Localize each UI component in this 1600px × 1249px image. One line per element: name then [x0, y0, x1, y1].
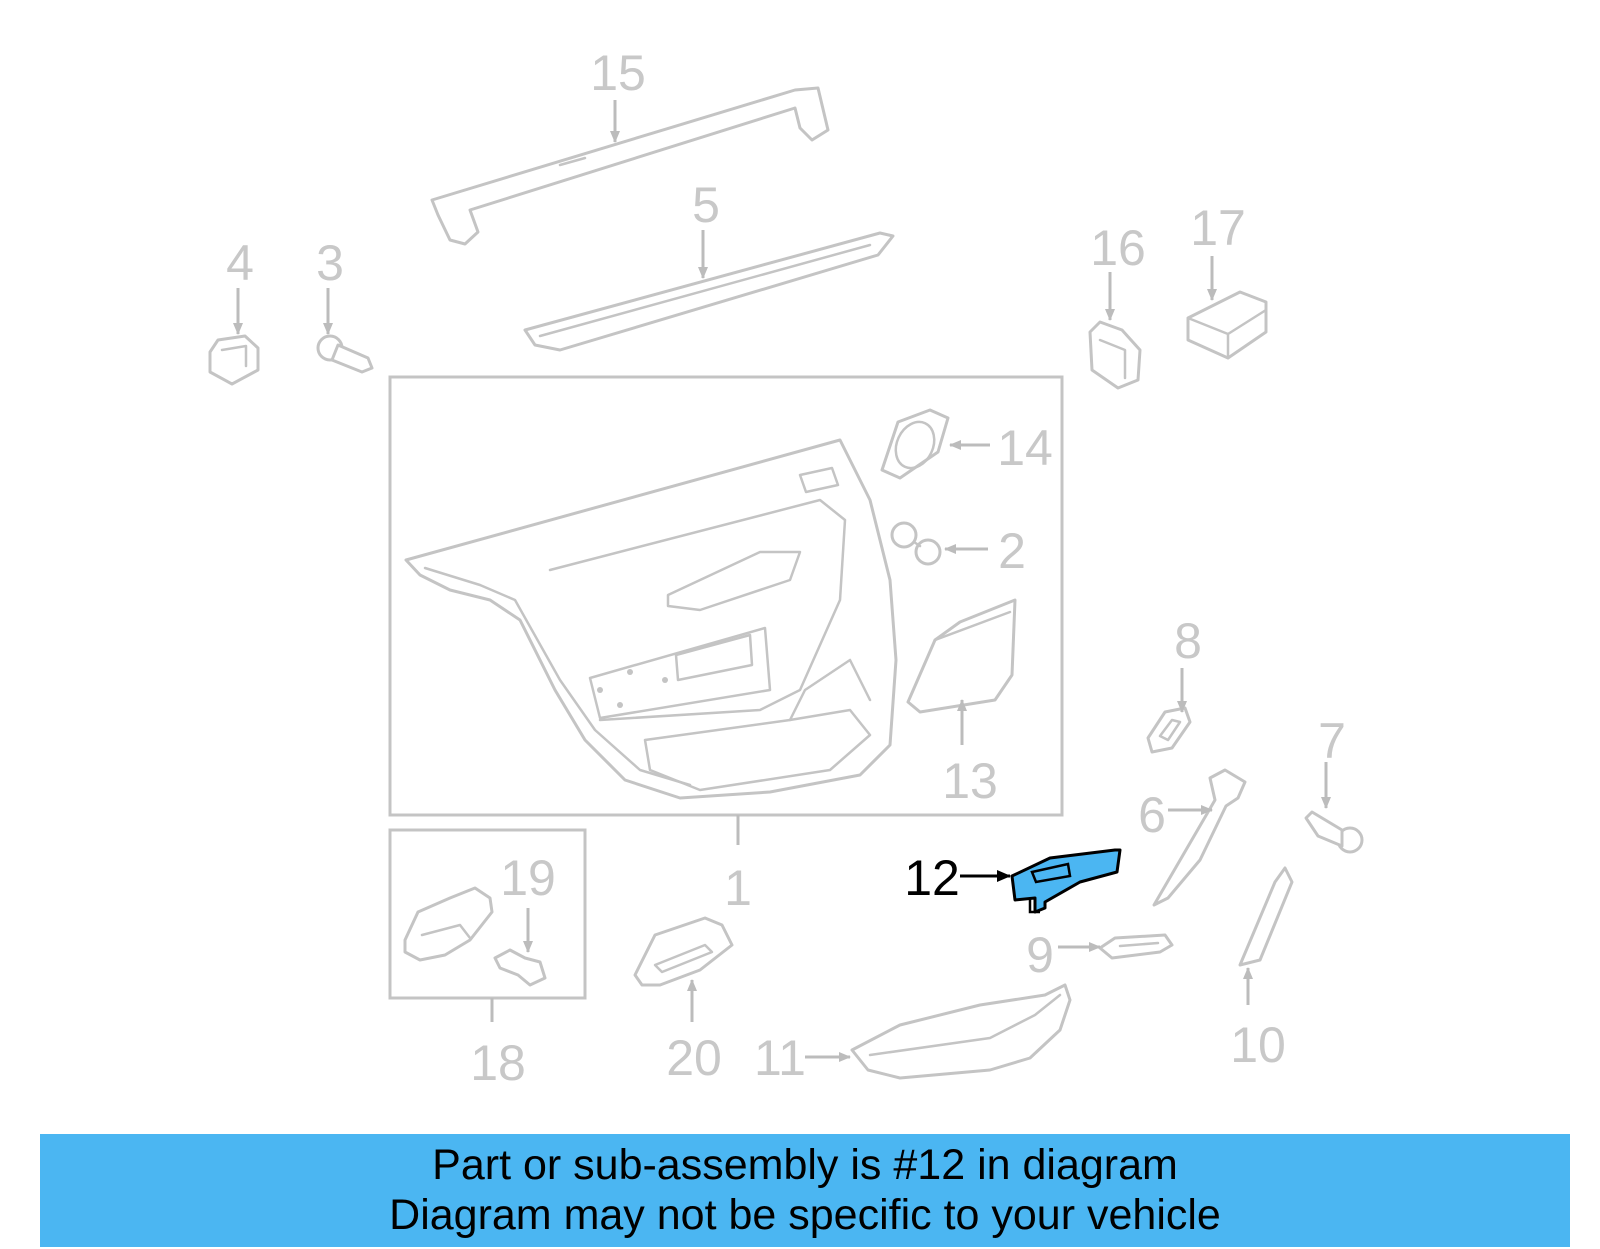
- callout-17: 17: [1190, 200, 1246, 256]
- part-9-bezel: [1098, 933, 1174, 960]
- part-19-plug: [493, 948, 547, 987]
- part-6-strip: [1152, 768, 1247, 907]
- callout-6: 6: [1138, 787, 1166, 843]
- callout-3: 3: [316, 235, 344, 291]
- callout-11: 11: [754, 1030, 806, 1086]
- part-8-bezel: [1146, 706, 1192, 754]
- door-panel-frame: [388, 375, 1064, 817]
- callout-5: 5: [692, 177, 720, 233]
- part-10-strip: [1238, 866, 1294, 967]
- callout-15: 15: [590, 45, 646, 101]
- part-1-door-panel: [404, 438, 898, 800]
- callout-8: 8: [1174, 613, 1202, 669]
- callout-7: 7: [1318, 713, 1346, 769]
- part-20-pull-cup: [633, 916, 734, 987]
- part-2-bolt: [890, 521, 942, 566]
- part-12-switch-bezel: [1010, 848, 1122, 914]
- callout-14: 14: [997, 420, 1053, 476]
- callout-13: 13: [942, 753, 998, 809]
- banner-line-2: Diagram may not be specific to your vehi…: [389, 1191, 1221, 1239]
- callout-20: 20: [666, 1030, 722, 1086]
- callout-2: 2: [998, 523, 1026, 579]
- sub-assembly-18-frame: [388, 828, 587, 1000]
- part-18-housing: [403, 886, 494, 962]
- callout-16: 16: [1090, 220, 1146, 276]
- part-16-clip: [1088, 320, 1142, 390]
- banner-line-1: Part or sub-assembly is #12 in diagram: [432, 1141, 1178, 1189]
- callout-10: 10: [1230, 1017, 1286, 1073]
- callout-18: 18: [470, 1035, 526, 1091]
- part-3-screw: [316, 334, 374, 374]
- part-5-strip: [523, 231, 895, 352]
- callout-4: 4: [226, 235, 254, 291]
- part-7-bolt: [1304, 810, 1364, 854]
- part-14-grille: [880, 408, 950, 480]
- part-15-rail: [430, 86, 830, 246]
- part-4-clip: [208, 334, 260, 386]
- info-banner: Part or sub-assembly is #12 in diagram D…: [40, 1134, 1570, 1247]
- callout-19: 19: [500, 850, 556, 906]
- part-17-block: [1186, 290, 1268, 360]
- part-11-armrest: [850, 983, 1072, 1080]
- callout-12: 12: [904, 850, 960, 906]
- part-13-cover: [906, 598, 1017, 714]
- callout-1: 1: [724, 860, 752, 916]
- callout-9: 9: [1026, 927, 1054, 983]
